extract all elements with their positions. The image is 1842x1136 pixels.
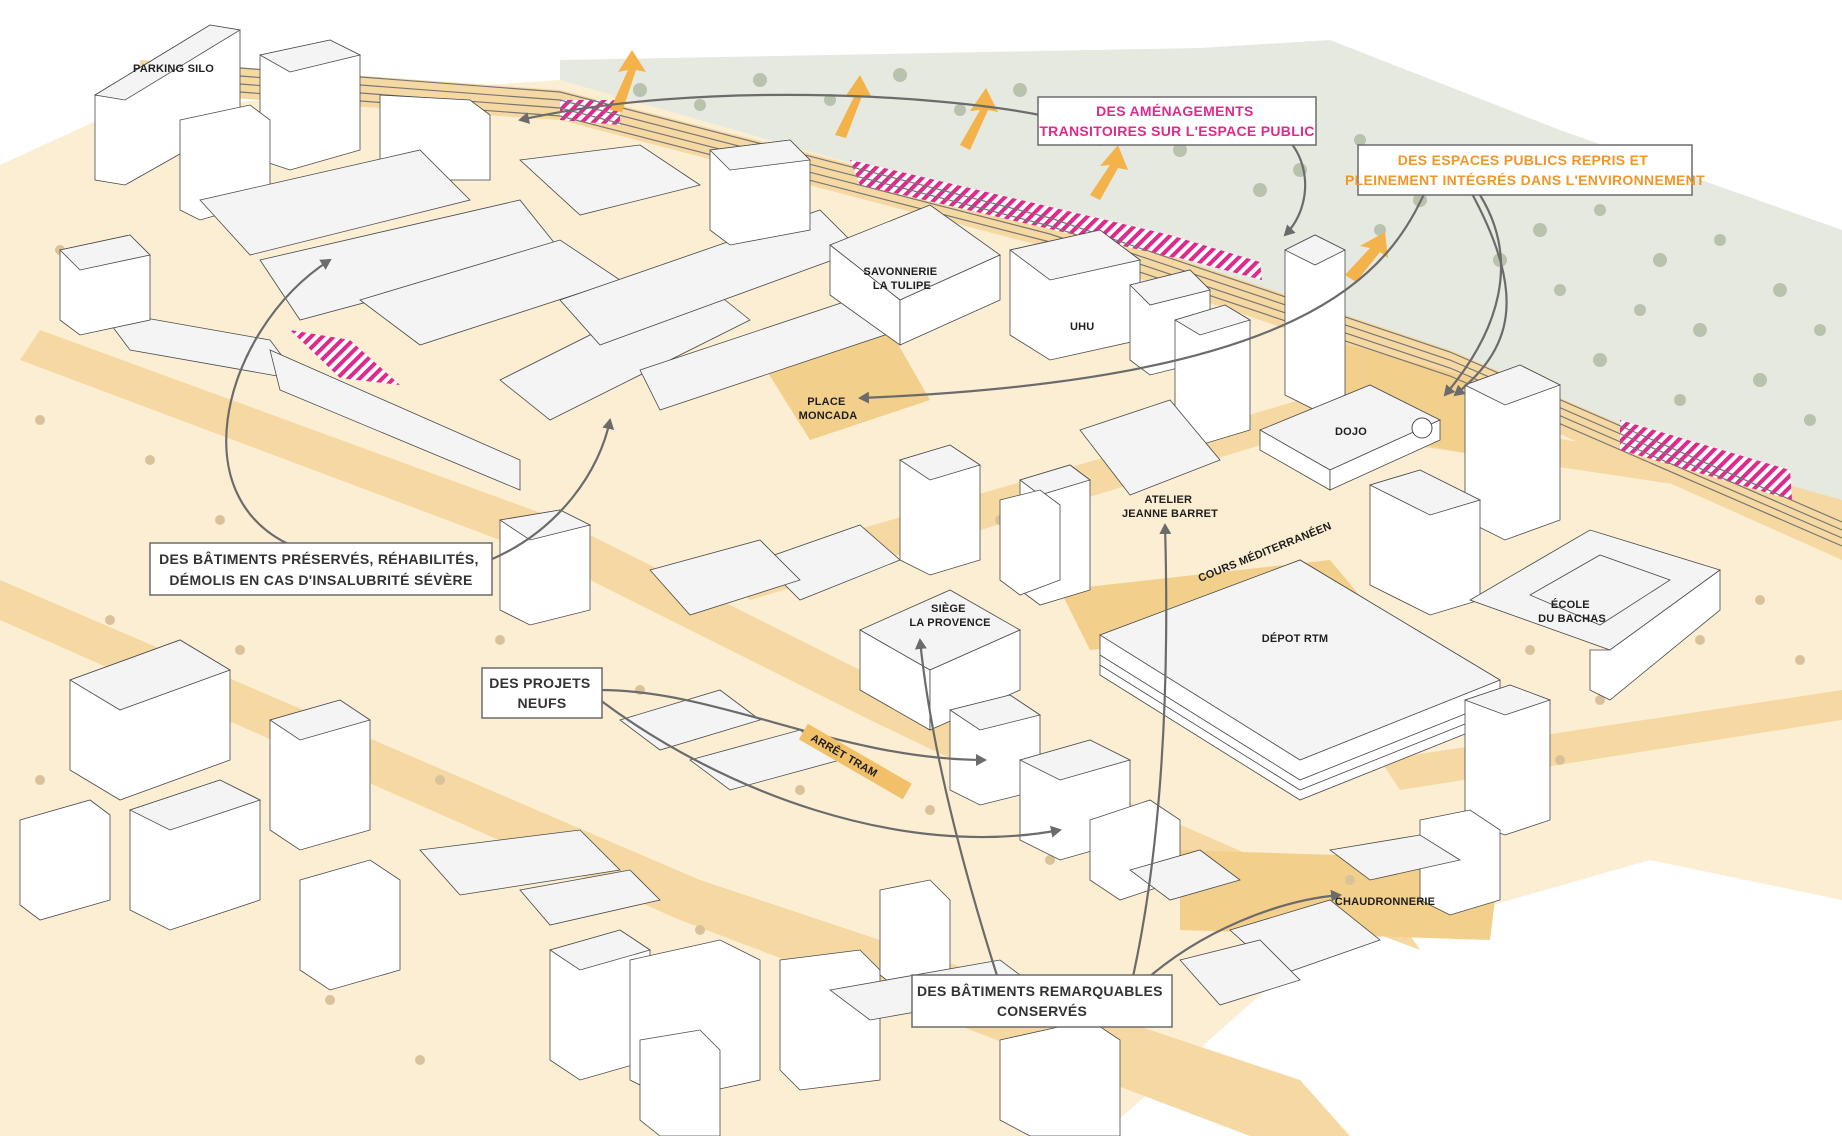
label-dojo: DOJO	[1335, 426, 1367, 438]
callout-espaces-publics: DES ESPACES PUBLICS REPRIS ET PLEINEMENT…	[1345, 144, 1705, 196]
svg-text:DES PROJETS NEUFS: DES PROJETS NEUFS	[489, 675, 595, 711]
leader-lines	[225, 93, 1508, 991]
label-ecole-du-bachas: ÉCOLE DU BACHAS	[1538, 598, 1606, 625]
callout-amenagements: DES AMÉNAGEMENTS TRANSITOIRES SUR L'ESPA…	[1037, 96, 1317, 146]
label-parking-silo: PARKING SILO	[133, 63, 214, 75]
callout-batiments-preserves: DES BÂTIMENTS PRÉSERVÉS, RÉHABILITÉS, DÉ…	[149, 542, 493, 596]
transitional-zone-west	[290, 330, 400, 385]
callout-projets-neufs: DES PROJETS NEUFS	[481, 667, 603, 719]
label-atelier: ATELIER JEANNE BARRET	[1122, 494, 1218, 520]
transitional-zone-mid	[1170, 235, 1262, 280]
label-savonnerie: SAVONNERIE LA TULIPE	[863, 266, 940, 292]
label-chaudronnerie: CHAUDRONNERIE	[1335, 896, 1435, 908]
svg-text:DES AMÉNAGEMENTS TRANSIT: DES AMÉNAGEMENTS TRANSITOIRES SUR L'ESPA…	[1039, 103, 1314, 139]
label-place-moncada: PLACE MONCADA	[799, 396, 858, 422]
label-depot-rtm: DÉPOT RTM	[1262, 632, 1329, 645]
label-siege-la-provence: SIÈGE LA PROVENCE	[909, 602, 990, 629]
svg-text:DES BÂTIMENTS PRÉSERVÉS, RÉHAB: DES BÂTIMENTS PRÉSERVÉS, RÉHABILITÉS, DÉ…	[159, 550, 483, 588]
buildings	[19, 24, 1721, 1136]
orange-arrows	[610, 50, 1388, 282]
label-uhu: UHU	[1070, 321, 1094, 333]
svg-text:DES ESPACES PUBLICS REPRIS ET: DES ESPACES PUBLICS REPRIS ET PLEINEMENT…	[1345, 152, 1705, 188]
transitional-zone-east	[1620, 420, 1792, 500]
callout-batiments-remarquables: DES BÂTIMENTS REMARQUABLES CONSERVÉS	[911, 974, 1173, 1028]
svg-text:DES BÂTIMENTS REMARQUABLES: DES BÂTIMENTS REMARQUABLES CONSERVÉS	[917, 982, 1167, 1019]
cours-mediterraneen-road	[720, 400, 1842, 600]
